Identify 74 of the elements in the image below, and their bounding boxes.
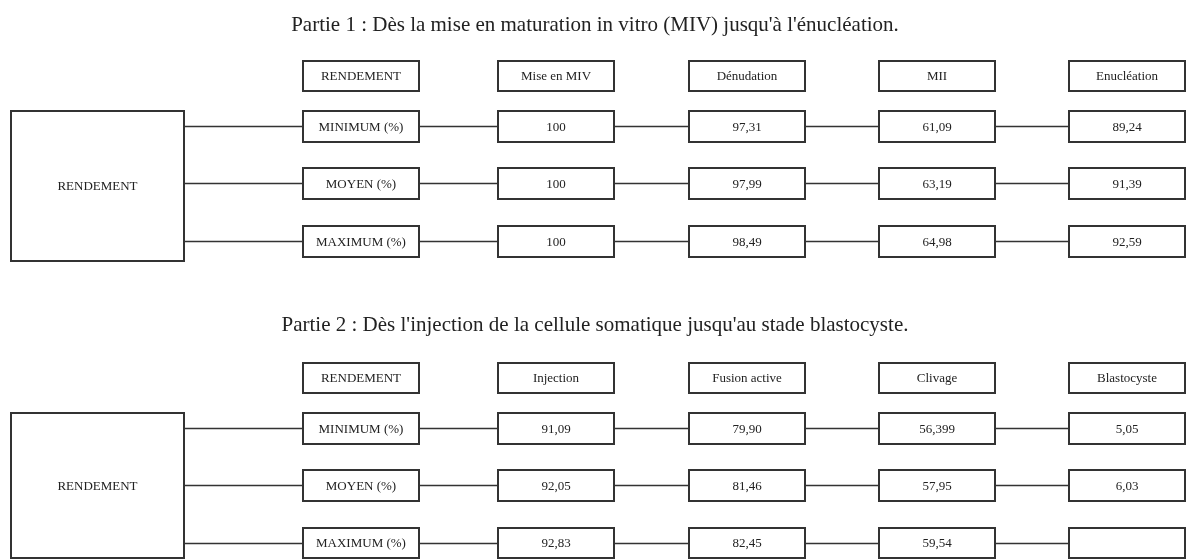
value-box: 63,19 — [878, 167, 996, 200]
row-label-box: MAXIMUM (%) — [302, 527, 420, 559]
connector-line — [995, 182, 1069, 185]
value-box: 92,05 — [497, 469, 615, 502]
connector-line — [419, 182, 498, 185]
connector-line — [419, 240, 498, 243]
connector-line — [805, 240, 879, 243]
column-header-box: RENDEMENT — [302, 60, 420, 92]
connector-line — [805, 484, 879, 487]
column-header-box: Fusion active — [688, 362, 806, 394]
column-header-box: Blastocyste — [1068, 362, 1186, 394]
value-box: 79,90 — [688, 412, 806, 445]
section-title: Partie 1 : Dès la mise en maturation in vitro (MIV) jusqu'à l'énucléation. — [290, 12, 900, 37]
connector-line — [614, 542, 689, 545]
connector-line — [184, 182, 303, 185]
value-box: 91,09 — [497, 412, 615, 445]
value-box: 92,83 — [497, 527, 615, 559]
connector-line — [995, 125, 1069, 128]
connector-line — [614, 240, 689, 243]
value-box: 61,09 — [878, 110, 996, 143]
row-label-box: MINIMUM (%) — [302, 110, 420, 143]
value-box: 100 — [497, 225, 615, 258]
section-title: Partie 2 : Dès l'injection de la cellule somatique jusqu'au stade blastocyste. — [280, 312, 910, 337]
value-box: 64,98 — [878, 225, 996, 258]
value-box: 56,399 — [878, 412, 996, 445]
connector-line — [184, 542, 303, 545]
connector-line — [614, 125, 689, 128]
connector-line — [995, 240, 1069, 243]
column-header-box: Injection — [497, 362, 615, 394]
connector-line — [614, 182, 689, 185]
value-box: 5,05 — [1068, 412, 1186, 445]
column-header-box: RENDEMENT — [302, 362, 420, 394]
value-box: 97,31 — [688, 110, 806, 143]
connector-line — [805, 542, 879, 545]
row-label-box: MAXIMUM (%) — [302, 225, 420, 258]
connector-line — [419, 427, 498, 430]
value-box: 82,45 — [688, 527, 806, 559]
connector-line — [995, 542, 1069, 545]
value-box: 6,03 — [1068, 469, 1186, 502]
value-box: 57,95 — [878, 469, 996, 502]
value-box: 91,39 — [1068, 167, 1186, 200]
value-box: 89,24 — [1068, 110, 1186, 143]
row-label-box: MOYEN (%) — [302, 469, 420, 502]
connector-line — [614, 484, 689, 487]
connector-line — [184, 427, 303, 430]
connector-line — [805, 125, 879, 128]
connector-line — [419, 542, 498, 545]
value-box: 59,54 — [878, 527, 996, 559]
column-header-box: Clivage — [878, 362, 996, 394]
row-label-box: MINIMUM (%) — [302, 412, 420, 445]
connector-line — [805, 182, 879, 185]
connector-line — [184, 484, 303, 487]
column-header-box: MII — [878, 60, 996, 92]
connector-line — [184, 240, 303, 243]
connector-line — [995, 427, 1069, 430]
connector-line — [419, 484, 498, 487]
value-box: 97,99 — [688, 167, 806, 200]
value-box: 100 — [497, 167, 615, 200]
connector-line — [805, 427, 879, 430]
value-box: 98,49 — [688, 225, 806, 258]
column-header-box: Mise en MIV — [497, 60, 615, 92]
empty-box — [1068, 527, 1186, 559]
connector-line — [995, 484, 1069, 487]
connector-line — [614, 427, 689, 430]
category-box: RENDEMENT — [10, 110, 185, 262]
connector-line — [419, 125, 498, 128]
value-box: 81,46 — [688, 469, 806, 502]
column-header-box: Enucléation — [1068, 60, 1186, 92]
value-box: 92,59 — [1068, 225, 1186, 258]
connector-line — [184, 125, 303, 128]
column-header-box: Dénudation — [688, 60, 806, 92]
value-box: 100 — [497, 110, 615, 143]
row-label-box: MOYEN (%) — [302, 167, 420, 200]
category-box: RENDEMENT — [10, 412, 185, 559]
